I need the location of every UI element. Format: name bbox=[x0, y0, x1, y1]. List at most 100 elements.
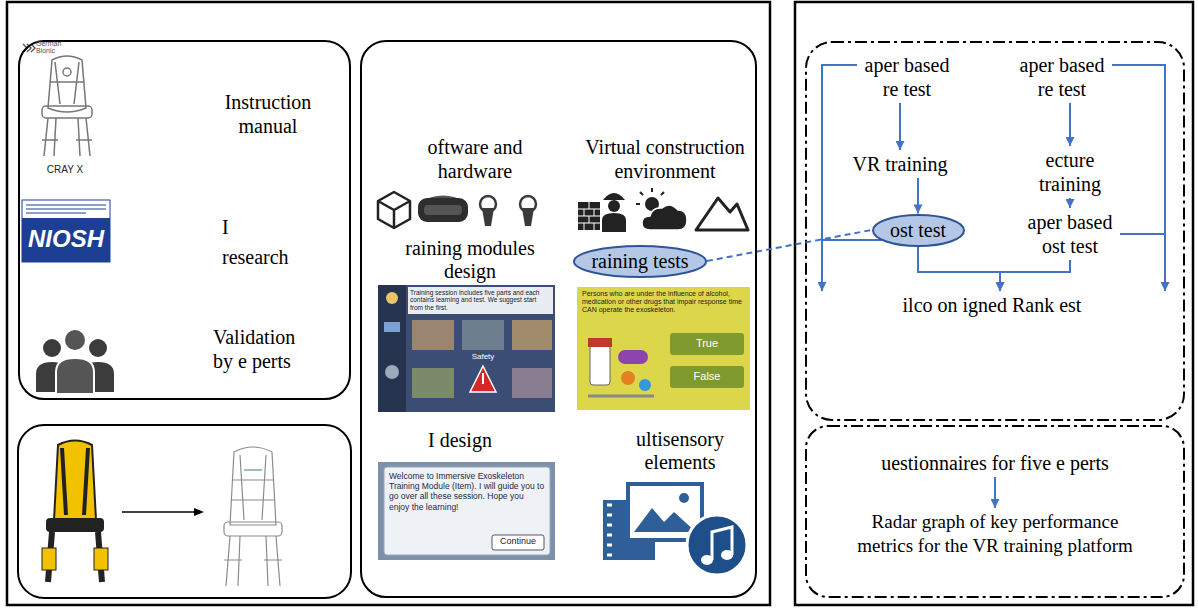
ellipse-text: raining tests bbox=[591, 250, 688, 273]
weather-icon bbox=[636, 188, 687, 230]
niosh-logo bbox=[22, 200, 110, 262]
step-label: aper based re test bbox=[859, 53, 955, 101]
platform-panel: oftware and hardwareVirtual construction… bbox=[360, 40, 757, 598]
harness-drawing bbox=[44, 118, 90, 156]
conversion-arrow bbox=[122, 508, 204, 516]
weather-icon bbox=[636, 188, 664, 204]
media-icon bbox=[634, 508, 696, 532]
highlight-ellipse: raining tests bbox=[573, 245, 707, 278]
source-title: Instruction manual bbox=[203, 90, 333, 138]
connector bbox=[822, 65, 857, 291]
exoskeleton-photo bbox=[54, 441, 96, 521]
section-title: I design bbox=[410, 428, 510, 452]
menu-screenshot bbox=[470, 366, 496, 392]
quiz-screenshot bbox=[577, 287, 750, 410]
menu-screenshot bbox=[386, 292, 398, 304]
step-text: aper based ost test bbox=[1020, 208, 1120, 260]
step-text: VR training bbox=[838, 150, 962, 178]
conversion-arrow bbox=[122, 511, 196, 513]
ellipse-outline bbox=[873, 215, 964, 246]
logo-text: German Bionic bbox=[36, 40, 78, 55]
step-label: ecture training bbox=[1025, 148, 1115, 196]
media-icon bbox=[712, 527, 732, 560]
exoskeleton-model bbox=[244, 469, 262, 470]
quiz-screenshot bbox=[618, 350, 648, 364]
mountain-icon bbox=[696, 198, 748, 230]
connector bbox=[1069, 198, 1071, 208]
quiz-screenshot bbox=[588, 338, 612, 347]
menu-screenshot bbox=[408, 287, 553, 314]
menu-screenshot bbox=[512, 368, 552, 398]
menu-screenshot bbox=[385, 365, 399, 379]
step-label: uestionnaires for five e perts bbox=[825, 451, 1165, 475]
ellipse-label: ost test bbox=[890, 219, 946, 242]
menu-screenshot bbox=[378, 285, 406, 412]
menu-screenshot bbox=[512, 320, 552, 350]
group-box bbox=[18, 425, 351, 598]
worker-icon bbox=[578, 202, 600, 230]
source-title: I research bbox=[222, 212, 296, 272]
highlight-ellipse: ost test bbox=[872, 214, 965, 247]
section-title: oftware and hardware bbox=[405, 135, 545, 183]
experts-icon bbox=[89, 339, 107, 357]
step-label: Radar graph of key performance metrics f… bbox=[850, 510, 1140, 558]
logo-mark bbox=[23, 44, 35, 52]
connector bbox=[1112, 65, 1165, 291]
vr-headset-icon bbox=[418, 198, 468, 222]
harness-drawing bbox=[48, 56, 86, 112]
ellipse-outline bbox=[574, 246, 706, 277]
niosh-logo bbox=[26, 205, 106, 213]
menu-screenshot bbox=[384, 322, 400, 332]
connector bbox=[1000, 260, 1070, 291]
worker-icon bbox=[578, 193, 626, 232]
dialog-screenshot bbox=[378, 462, 555, 560]
menu-screenshot bbox=[378, 285, 555, 412]
media-icon bbox=[687, 515, 747, 575]
exoskeleton-photo bbox=[42, 548, 56, 570]
connector bbox=[899, 103, 901, 150]
step-text: ilco on igned Rank est bbox=[815, 291, 1170, 319]
exoskeleton-model bbox=[224, 522, 282, 536]
bracket-line bbox=[822, 239, 882, 241]
conversion-arrow bbox=[194, 508, 204, 516]
harness-drawing bbox=[50, 62, 84, 104]
quiz-screenshot bbox=[588, 395, 654, 398]
button-label: True bbox=[670, 337, 744, 349]
exoskeleton-photo bbox=[94, 548, 108, 570]
weather-icon bbox=[642, 205, 687, 230]
screen-text: Training session includes five parts and… bbox=[410, 289, 551, 311]
button-label: Continue bbox=[492, 536, 544, 547]
experts-icon bbox=[36, 329, 114, 394]
exoskeleton-model bbox=[224, 447, 282, 586]
connector bbox=[994, 477, 996, 508]
quiz-screenshot bbox=[639, 379, 651, 391]
worker-icon bbox=[578, 202, 600, 230]
logo-text: NIOSH bbox=[22, 226, 110, 252]
menu-screenshot bbox=[462, 320, 504, 350]
button-label: False bbox=[670, 370, 744, 382]
section-title: ultisensory elements bbox=[615, 428, 745, 474]
screen-text: Persons who are under the influence of a… bbox=[582, 290, 746, 314]
unity-logo bbox=[378, 192, 410, 228]
step-text: ecture training bbox=[1023, 146, 1117, 198]
exoskeleton-model bbox=[224, 536, 282, 586]
exoskeleton-model bbox=[231, 455, 275, 520]
connector bbox=[917, 178, 919, 214]
worker-icon bbox=[602, 213, 626, 232]
exoskeleton-photo bbox=[42, 441, 108, 583]
quiz-screenshot bbox=[670, 333, 744, 355]
worker-icon bbox=[608, 200, 620, 212]
menu-screenshot bbox=[482, 373, 484, 384]
exoskeleton-photo bbox=[62, 448, 88, 515]
menu-screenshot bbox=[412, 368, 454, 398]
harness-drawing bbox=[42, 106, 92, 118]
bracket-line bbox=[1120, 233, 1165, 235]
worker-icon bbox=[603, 193, 625, 200]
vr-headset-icon bbox=[418, 197, 468, 222]
connector bbox=[1069, 103, 1071, 146]
quiz-screenshot bbox=[590, 345, 610, 385]
menu-screenshot bbox=[378, 285, 555, 412]
source-panel: Instruction manual I researchValidation b… bbox=[18, 40, 351, 400]
source-title: Validation by e perts bbox=[213, 325, 317, 373]
exoskeleton-photo bbox=[46, 518, 104, 532]
